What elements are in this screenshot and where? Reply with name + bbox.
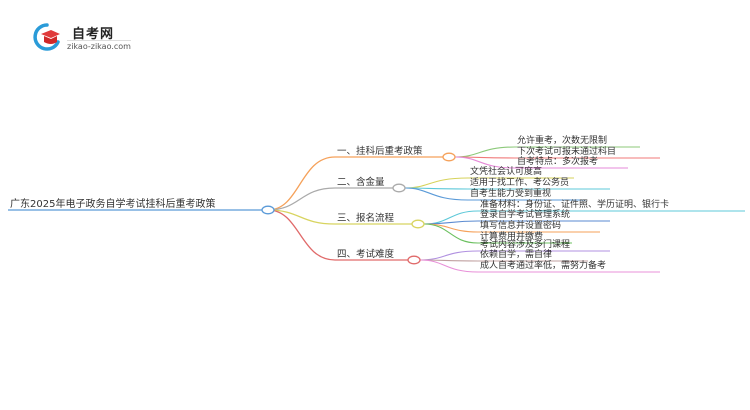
leaf-retake-next-exam[interactable]: 下次考试可报未通过科目 [517, 147, 617, 157]
site-logo[interactable]: 自考网 zikao-zikao.com [32, 22, 142, 52]
leaf-reg-materials[interactable]: 准备材料：身份证、证件照、学历证明、银行卡 [480, 200, 670, 210]
leaf-retake-feature[interactable]: 自考特点：多次报考 [517, 157, 599, 167]
mindmap-root[interactable]: 广东2025年电子政务自学考试挂科后重考政策 [10, 199, 216, 210]
graduation-cap-icon [33, 23, 60, 51]
branch-value[interactable]: 二、含金量 [337, 177, 385, 188]
logo-url: zikao-zikao.com [67, 40, 131, 51]
leaf-reg-login[interactable]: 登录自学考试管理系统 [480, 210, 571, 220]
leaf-reg-fill-info[interactable]: 填写信息并设置密码 [480, 221, 562, 231]
leaf-value-recognition[interactable]: 文凭社会认可度高 [470, 167, 543, 177]
logo-title: 自考网 [72, 27, 115, 42]
leaf-diff-courses[interactable]: 考试内容涉及多门课程 [480, 240, 571, 250]
leaf-retake-unlimited[interactable]: 允许重考，次数无限制 [517, 136, 608, 146]
branch-retake-policy[interactable]: 一、挂科后重考政策 [337, 146, 423, 157]
leaf-diff-pass-rate[interactable]: 成人自考通过率低，需努力备考 [480, 261, 607, 271]
branch-registration[interactable]: 三、报名流程 [337, 213, 395, 224]
branch-difficulty[interactable]: 四、考试难度 [337, 249, 395, 260]
leaf-value-jobs[interactable]: 适用于找工作、考公务员 [470, 178, 570, 188]
leaf-value-ability[interactable]: 自考生能力受到重视 [470, 189, 552, 199]
leaf-reg-pay[interactable]: 计算费用并缴费 [480, 232, 544, 242]
leaf-diff-self-study[interactable]: 依赖自学，需自律 [480, 250, 553, 260]
